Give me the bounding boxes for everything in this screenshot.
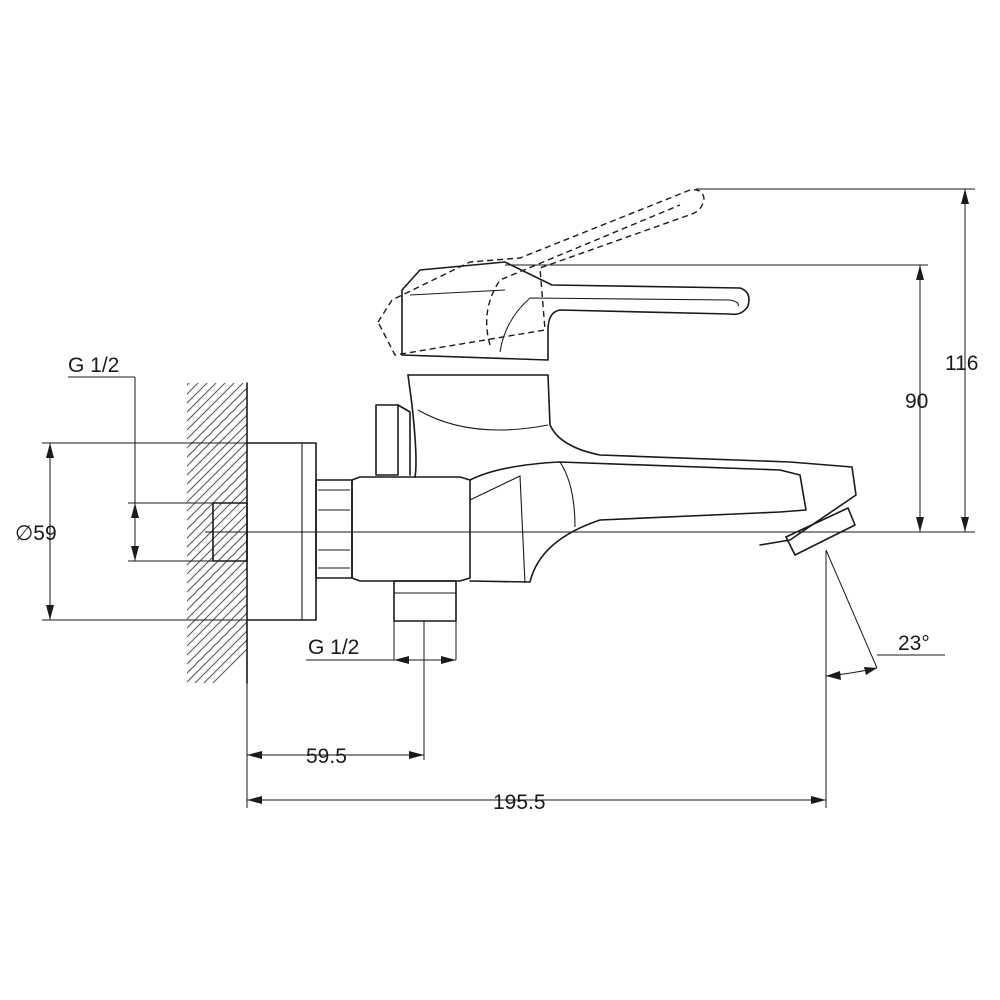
hatch-line <box>194 630 247 683</box>
hatch-line <box>187 612 247 674</box>
hatch-line <box>203 639 247 683</box>
hatch-line <box>187 383 199 395</box>
hatch-line <box>187 477 247 539</box>
hatch-line <box>187 549 247 611</box>
mixer-body <box>351 374 857 622</box>
label-spout-angle: 23° <box>898 632 930 655</box>
hatch-line <box>187 513 247 575</box>
hex-nut <box>315 479 353 579</box>
label-height-lever: 116 <box>945 352 978 375</box>
hatch-line <box>187 459 247 521</box>
hatch-line <box>180 249 260 329</box>
hatch-line <box>187 531 247 593</box>
hatch-line <box>187 396 247 458</box>
hatch-line <box>187 486 247 548</box>
hatch-line <box>180 267 260 347</box>
hatch-line <box>187 383 217 413</box>
hatch-line <box>180 285 260 365</box>
hatch-line <box>187 414 247 476</box>
hatch-line <box>187 383 226 422</box>
wall-hatching <box>180 240 260 684</box>
hatch-line <box>187 383 208 404</box>
hatch-line <box>187 558 247 620</box>
hatch-line <box>180 240 260 320</box>
label-height-spout: 90 <box>905 390 928 413</box>
label-inlet-thread: G 1/2 <box>308 636 359 659</box>
hatch-line <box>187 383 244 440</box>
label-offset-inlet: 59.5 <box>306 745 347 768</box>
hatch-line <box>187 383 190 386</box>
extension-lines <box>42 188 975 808</box>
dimension-lines <box>46 189 969 804</box>
hatch-line <box>187 603 247 665</box>
hatch-line <box>212 648 247 683</box>
hatch-line <box>180 276 260 356</box>
lever-handle <box>401 261 750 361</box>
lever-handle-raised <box>377 188 705 356</box>
hatch-line <box>187 450 247 512</box>
label-wall-thread: G 1/2 <box>68 354 119 377</box>
hatch-line <box>187 621 247 683</box>
hatch-line <box>187 540 247 602</box>
hatch-line <box>187 585 247 647</box>
hatch-line <box>187 495 247 557</box>
hatch-line <box>187 522 247 584</box>
hatch-line <box>187 594 247 656</box>
label-overall-length: 195.5 <box>493 791 546 814</box>
hatch-line <box>187 423 247 485</box>
hatch-line <box>187 441 247 503</box>
label-diameter: ∅59 <box>15 522 57 545</box>
hatch-line <box>180 294 260 374</box>
hatch-line <box>187 405 247 467</box>
hatch-line <box>180 303 260 383</box>
hatch-line <box>187 432 247 494</box>
hatch-line <box>187 468 247 530</box>
hatch-line <box>187 567 247 629</box>
hatch-line <box>187 576 247 638</box>
hatch-line <box>187 383 235 431</box>
hatch-line <box>180 258 260 338</box>
